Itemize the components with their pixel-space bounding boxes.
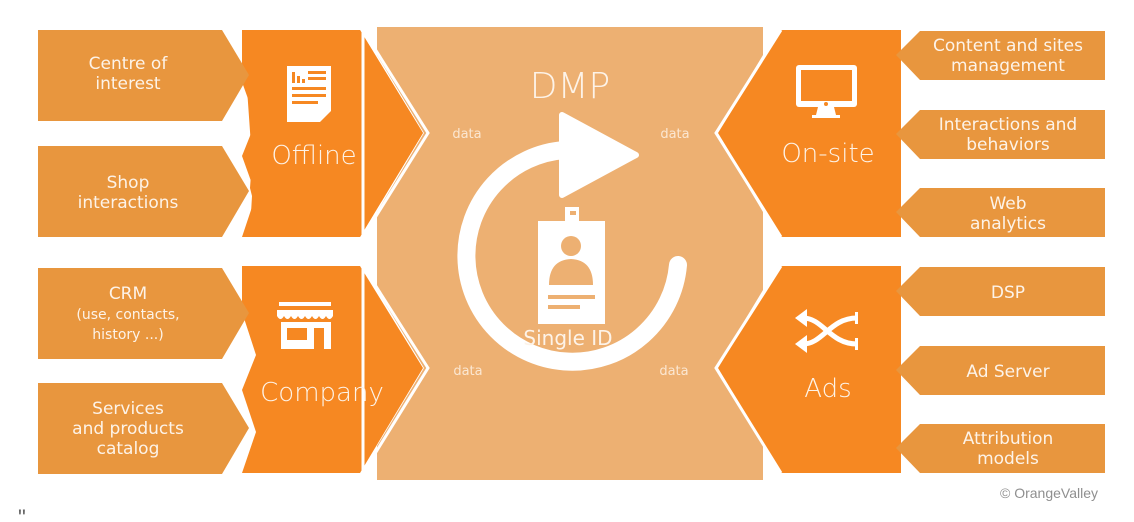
dmp-title: DMP: [530, 66, 611, 107]
source-label: Web: [989, 194, 1026, 214]
source-attribution-models: Attribution models: [896, 424, 1105, 473]
storefront-icon: [277, 302, 333, 349]
source-services-catalog: Services and products catalog: [38, 383, 249, 474]
source-label: CRM: [109, 284, 147, 304]
source-label: Centre of: [89, 54, 169, 74]
stray-quote-mark: ": [18, 505, 26, 522]
source-interactions-behaviors: Interactions and behaviors: [896, 110, 1105, 159]
hub-company: Company: [242, 260, 430, 479]
source-label: (use, contacts,: [76, 307, 179, 323]
source-label: Services: [92, 399, 164, 419]
source-label: catalog: [97, 439, 160, 459]
source-label: behaviors: [966, 135, 1050, 155]
hub-label-on-site: On-site: [781, 139, 874, 169]
hub-offline: Offline: [242, 24, 430, 243]
copyright-text: © OrangeValley: [1000, 485, 1098, 501]
circular-arrow-icon: [457, 112, 687, 371]
source-label: Attribution: [963, 429, 1054, 449]
source-centre-of-interest: Centre of interest: [38, 30, 249, 121]
shuffle-arrows-icon: [795, 309, 858, 353]
source-label: interactions: [78, 193, 179, 213]
source-label: analytics: [970, 214, 1046, 234]
id-badge-icon: [538, 207, 605, 324]
data-label-top-right: data: [660, 127, 689, 142]
source-label: history ...): [92, 327, 163, 343]
source-dsp: DSP: [896, 267, 1105, 316]
data-label-bottom-left: data: [453, 364, 482, 379]
source-label: management: [951, 56, 1065, 76]
source-crm: CRM (use, contacts, history ...): [38, 268, 249, 359]
hub-on-site: On-site: [714, 29, 901, 238]
source-label: DSP: [991, 283, 1025, 303]
source-label: Shop: [107, 173, 150, 193]
hub-label-offline: Offline: [271, 141, 356, 171]
source-shop-interactions: Shop interactions: [38, 146, 249, 237]
source-label: models: [977, 449, 1039, 469]
source-ad-server: Ad Server: [896, 346, 1105, 395]
source-label: Content and sites: [933, 36, 1083, 56]
hub-ads: Ads: [714, 265, 901, 474]
document-report-icon: [287, 66, 331, 122]
monitor-icon: [796, 65, 857, 118]
source-web-analytics: Web analytics: [896, 188, 1105, 237]
data-label-top-left: data: [452, 127, 481, 142]
hub-label-ads: Ads: [804, 374, 851, 404]
source-label: Ad Server: [966, 362, 1049, 382]
source-label: and products: [72, 419, 184, 439]
single-id-label: Single ID: [523, 326, 612, 350]
source-label: Interactions and: [939, 115, 1077, 135]
data-label-bottom-right: data: [659, 364, 688, 379]
hub-label-company: Company: [260, 378, 384, 408]
source-label: interest: [95, 74, 161, 94]
source-content-sites-management: Content and sites management: [896, 31, 1105, 80]
